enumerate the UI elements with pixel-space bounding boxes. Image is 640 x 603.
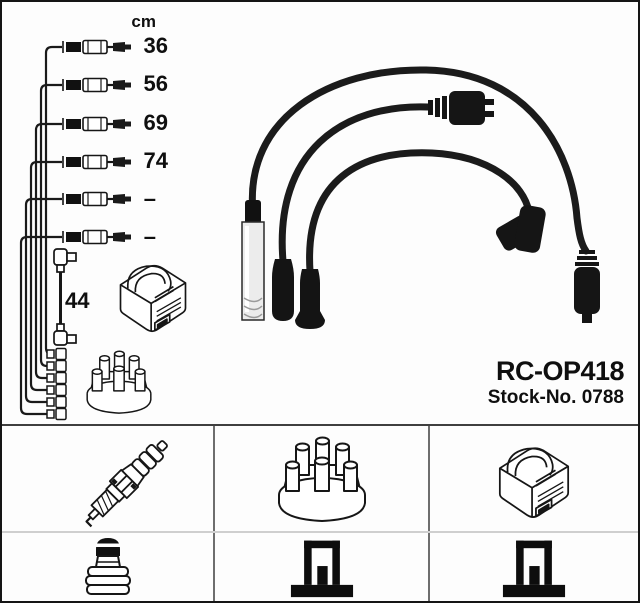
ignition-coil-icon	[119, 264, 187, 333]
spark-plug-icon	[84, 439, 168, 527]
right-angle-connector	[495, 205, 546, 253]
cable-kit-schematic	[19, 39, 187, 421]
grid-divider-2	[428, 426, 430, 601]
rubber-boot-2	[295, 269, 325, 329]
grid-cell-ignition-coil	[430, 426, 638, 531]
grid-cell-spark-plug	[2, 426, 213, 531]
grid-cell-connector-profile-2	[430, 533, 638, 601]
ribbed-connector	[428, 91, 494, 125]
product-code: RC-OP418	[495, 356, 625, 386]
product-code-block: RC-OP418 Stock-No. 0788	[487, 356, 625, 409]
grid-cell-distributor-cap	[215, 426, 428, 531]
coil-cable-length: 44	[65, 288, 90, 313]
coil-cable-icon	[53, 248, 77, 346]
cable-length-6: –	[143, 224, 156, 249]
cable-length-3: 69	[143, 110, 168, 135]
plug-terminal-icon	[84, 538, 131, 595]
distributor-cap-icon	[86, 350, 152, 414]
length-unit-header: cm	[131, 12, 156, 31]
grid-divider-1	[213, 426, 215, 601]
stock-number: Stock-No. 0788	[487, 387, 624, 408]
connector-profile-icon	[502, 540, 566, 598]
metal-tube-boot	[241, 200, 265, 321]
grid-cell-connector-profile-1	[215, 533, 428, 601]
distributor-cap-icon	[277, 436, 366, 522]
grid-top-border	[2, 424, 638, 426]
ignition-coil-icon	[498, 446, 570, 518]
rubber-boot-1	[272, 259, 294, 321]
cable-end-connector-icons	[61, 39, 133, 245]
straight-connector	[574, 250, 600, 323]
connector-profile-icon	[290, 540, 353, 598]
grid-row-divider	[2, 531, 638, 533]
cable-length-5: –	[143, 186, 156, 211]
grid-cell-plug-terminal	[2, 533, 213, 601]
ignition-lead-set-photo	[241, 66, 600, 329]
cable-length-2: 56	[143, 71, 168, 96]
terminal-stack-icons	[46, 347, 67, 421]
cable-length-1: 36	[143, 33, 168, 58]
cable-length-4: 74	[143, 148, 168, 173]
